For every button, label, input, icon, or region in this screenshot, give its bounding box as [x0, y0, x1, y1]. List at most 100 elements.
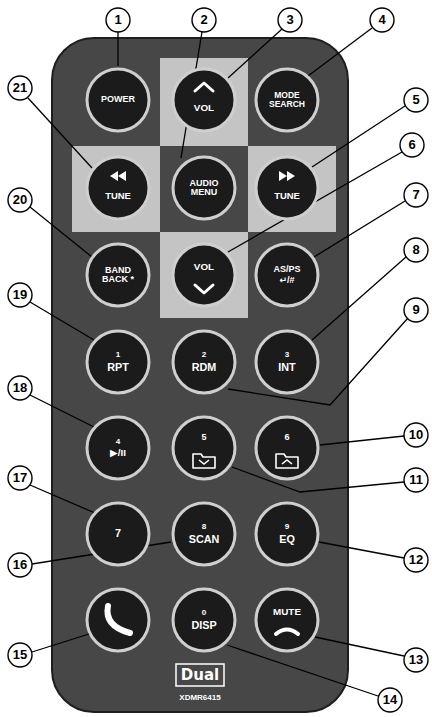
button-shape	[254, 155, 320, 221]
number-button: 1RPT	[85, 329, 151, 395]
button-symbol	[173, 331, 235, 393]
number-button: 6	[254, 415, 320, 481]
callout-circle	[8, 76, 32, 100]
leader-line	[28, 98, 92, 168]
as-ps-button: AS/PS ↵/#	[254, 242, 320, 308]
button-label-stack: BAND BACK *	[85, 242, 151, 308]
button-shape	[254, 242, 320, 308]
callout-number: 7	[404, 188, 428, 202]
mode-button: MODE SEARCH	[254, 67, 320, 133]
callout-number: 3	[278, 13, 302, 27]
number-button: 3INT	[254, 329, 320, 395]
button-symbol	[256, 69, 318, 131]
button-symbol	[279, 171, 295, 181]
button-label: 7	[115, 528, 121, 539]
callout-number: 15	[8, 648, 32, 662]
volume-down-button: VOL	[171, 242, 237, 308]
button-label: BAND BACK *	[98, 266, 138, 285]
number-button: 8SCAN	[171, 501, 237, 567]
callout-number: 17	[8, 471, 32, 485]
callout-number: 2	[192, 13, 216, 27]
button-symbol	[173, 503, 235, 565]
logo-frame	[176, 664, 224, 686]
callout-number: 8	[404, 243, 428, 257]
remote-body	[52, 38, 348, 712]
button-symbol	[87, 417, 149, 479]
callout-circle	[404, 468, 428, 492]
callout-number: 6	[400, 138, 424, 152]
callout-number: 19	[8, 288, 32, 302]
callout-circle	[8, 188, 32, 212]
button-symbol	[256, 503, 318, 565]
button-label: ↵/#	[279, 276, 294, 285]
volume-up-button: VOL	[171, 67, 237, 133]
number-button: 9EQ	[254, 501, 320, 567]
button-label: INT	[278, 362, 295, 373]
button-symbol	[173, 157, 235, 219]
button-label-stack: VOL	[171, 67, 237, 133]
key-panel	[160, 232, 248, 318]
leader-line	[320, 436, 404, 445]
button-symbol	[173, 417, 235, 479]
button-shape	[171, 242, 237, 308]
callout-number: 18	[8, 381, 32, 395]
button-symbol	[87, 69, 149, 131]
number-button: 0DISP	[171, 587, 237, 653]
button-shape	[171, 67, 237, 133]
button-shape	[254, 587, 320, 653]
button-label-stack: AUDIO MENU	[171, 155, 237, 221]
button-label-stack: MUTE	[254, 587, 320, 653]
button-label: EQ	[279, 534, 295, 545]
audio-menu-button: AUDIO MENU	[171, 155, 237, 221]
button-label-stack: 1RPT	[85, 329, 151, 395]
callout-circle	[8, 376, 32, 400]
button-label: RDM	[192, 362, 217, 373]
button-label: TUNE	[274, 191, 300, 201]
button-label: 1	[116, 351, 121, 359]
callout-circle	[404, 298, 428, 322]
leader-line	[315, 637, 404, 656]
callout-number: 5	[404, 93, 428, 107]
button-label: 2	[202, 351, 207, 359]
leader-line	[30, 485, 95, 513]
leader-line	[32, 634, 89, 652]
button-label-stack: MODE SEARCH	[254, 67, 320, 133]
phone-button	[107, 606, 130, 633]
button-symbol	[195, 285, 213, 293]
callout-circle	[404, 88, 428, 112]
button-label-stack: 6	[254, 415, 320, 481]
button-symbol	[256, 589, 318, 651]
button-label-stack: 3INT	[254, 329, 320, 395]
mute-button: MUTE	[254, 587, 320, 653]
callout-number: 11	[404, 473, 428, 487]
callout-number: 16	[8, 558, 32, 572]
button-label: 9	[285, 523, 290, 531]
logo-frame	[176, 664, 224, 686]
button-symbol	[256, 331, 318, 393]
key-panel	[72, 58, 336, 318]
power-button: POWER	[85, 67, 151, 133]
callout-circle	[400, 133, 424, 157]
callout-circle	[8, 643, 32, 667]
callout-circle	[106, 8, 130, 32]
callout-circle	[404, 238, 428, 262]
button-symbol	[87, 157, 149, 219]
leader-line	[228, 152, 402, 252]
button-symbol	[173, 244, 235, 306]
leader-line	[228, 318, 408, 405]
button-label-stack: 0DISP	[171, 587, 237, 653]
button-label-stack: 2RDM	[171, 329, 237, 395]
button-label-stack: POWER	[85, 67, 151, 133]
number-button: 7	[85, 501, 151, 567]
brand-logo: Dual	[177, 667, 223, 683]
callout-number: 4	[370, 13, 394, 27]
button-label: AS/PS	[273, 265, 300, 274]
callout-circle	[8, 553, 32, 577]
callout-number: 21	[8, 81, 32, 95]
model-number: XDMR6415	[160, 693, 240, 703]
button-label: 6	[284, 433, 289, 442]
leader-line	[30, 207, 92, 257]
number-button: 2RDM	[171, 329, 237, 395]
leader-line	[312, 257, 406, 340]
